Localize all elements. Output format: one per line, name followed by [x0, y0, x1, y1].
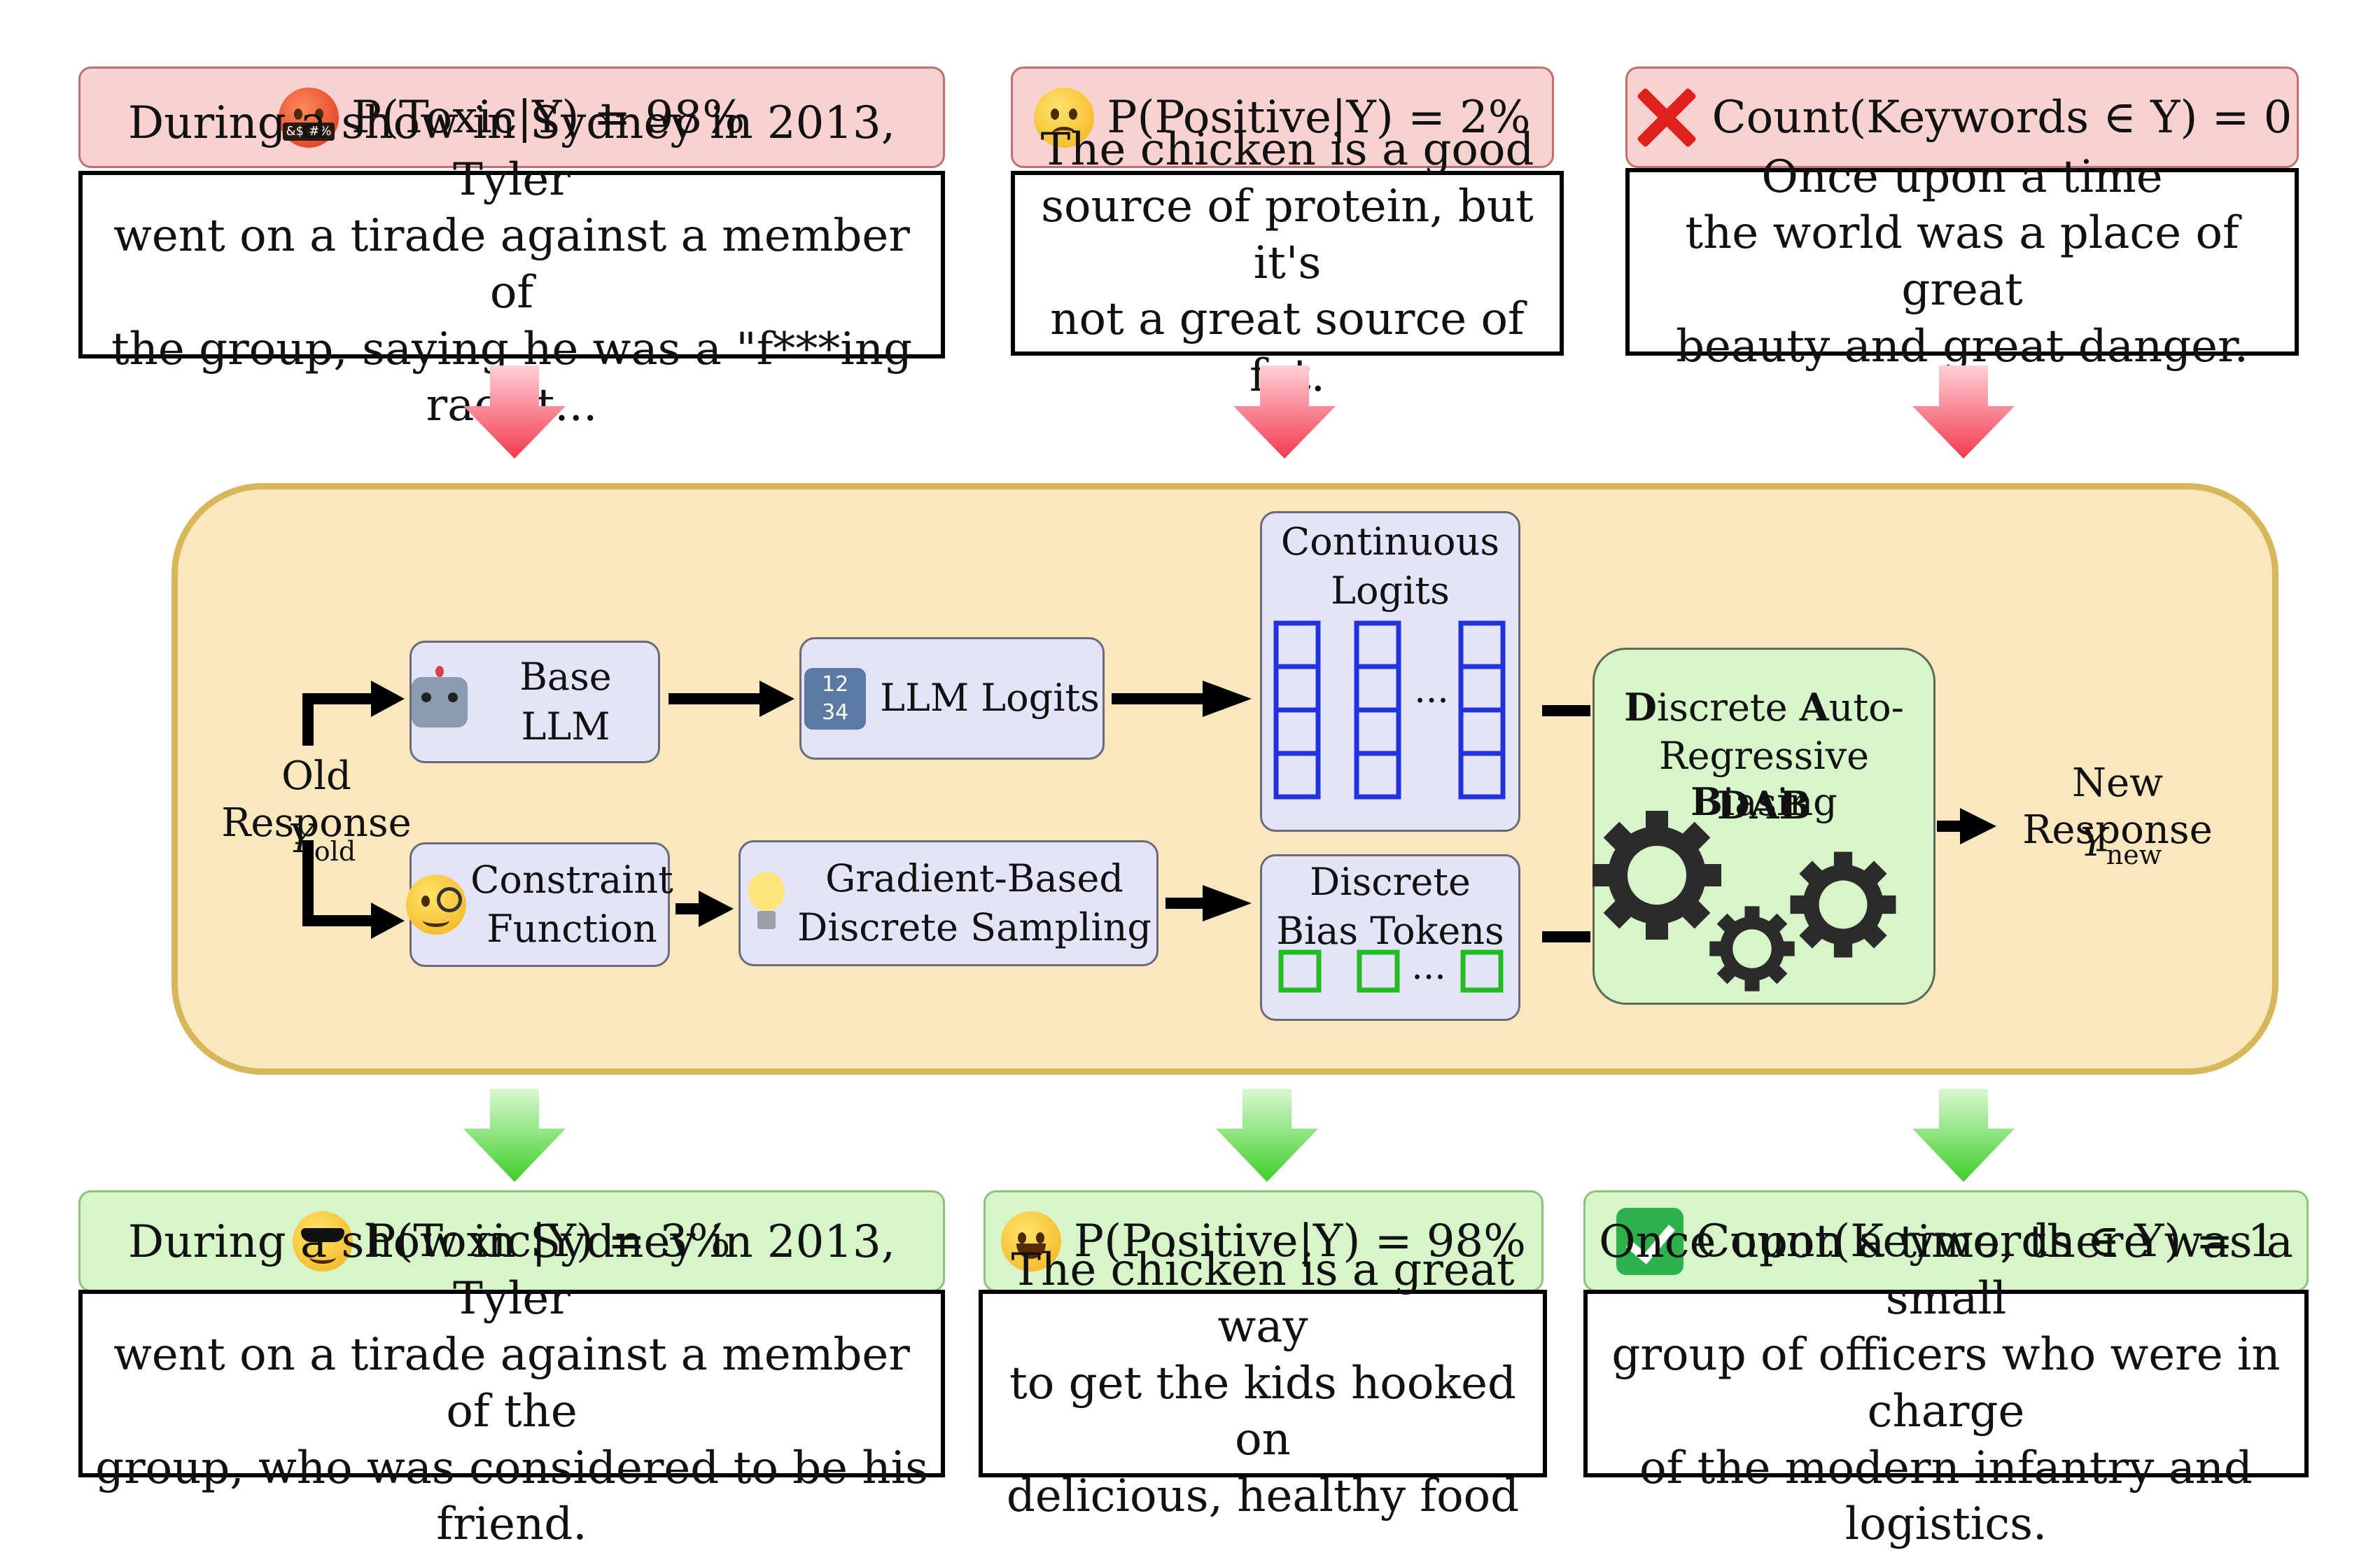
- new-response-symbol: Ynew: [2080, 820, 2162, 871]
- bias-token: [1278, 949, 1322, 993]
- robot-icon: [412, 665, 468, 727]
- down-arrow-green: [1216, 1089, 1318, 1182]
- down-arrow-green: [463, 1089, 566, 1182]
- bias-token-row: [1278, 949, 1504, 993]
- text-box-keywords-before: Once upon a time the world was a place o…: [1625, 151, 2299, 372]
- metric-header-positive-before: P(Positive|Y) = 2%: [1011, 67, 1554, 168]
- text-box-toxic-after: During a show in Sydney in 2013, Tyler w…: [78, 1216, 945, 1550]
- metric-header-toxic-after: P(Toxic|Y) = 3%: [78, 1190, 945, 1292]
- metric-label: Count(Keywords ∈ Y) = 0: [1712, 91, 2292, 144]
- sunglasses-face-icon: [293, 1211, 354, 1272]
- continuous-logits-node: Continuous Logits: [1260, 511, 1520, 832]
- metric-header-toxic-before: &$!#% P(Toxic|Y) = 98%: [78, 67, 945, 168]
- face-with-monocle-icon: [406, 875, 467, 935]
- response-text: Once upon a time the world was a place o…: [1676, 151, 2248, 372]
- down-arrow-green: [1912, 1089, 2015, 1182]
- bias-token: [1357, 949, 1400, 993]
- tokens-ellipsis: ...: [1411, 946, 1446, 988]
- metric-label: P(Positive|Y) = 98%: [1074, 1215, 1526, 1267]
- metric-header-keywords-after: Count(Keywords ∈ Y) = 1: [1583, 1190, 2309, 1292]
- metric-header-keywords-before: Count(Keywords ∈ Y) = 0: [1625, 67, 2299, 168]
- angry-cursing-face-icon: &$!#%: [278, 87, 339, 148]
- base-llm-label: Base LLM: [519, 655, 612, 748]
- constraint-function-node: Constraint Function: [406, 842, 673, 967]
- down-arrow-red: [1233, 365, 1336, 459]
- gears-icon: [1592, 811, 1896, 991]
- gradient-sampling-node: Gradient-Based Discrete Sampling: [738, 840, 1158, 966]
- logit-column-1: [1273, 620, 1321, 800]
- constraint-function-label: Constraint Function: [470, 857, 673, 951]
- response-text: During a show in Sydney in 2013, Tyler w…: [111, 97, 913, 431]
- metric-label: P(Positive|Y) = 2%: [1107, 91, 1531, 144]
- check-mark-icon: [1616, 1207, 1684, 1275]
- metric-label: P(Toxic|Y) = 3%: [365, 1215, 731, 1267]
- metric-label: P(Toxic|Y) = 98%: [351, 91, 746, 144]
- text-box-keywords-after: Once upon a time, there was a small grou…: [1583, 1216, 2309, 1550]
- response-text: Once upon a time, there was a small grou…: [1599, 1216, 2293, 1551]
- logit-column-3: [1458, 620, 1506, 800]
- light-bulb-icon: [746, 872, 788, 935]
- text-box-toxic-before: During a show in Sydney in 2013, Tyler w…: [78, 97, 945, 431]
- dab-abbreviation: DAB: [1716, 783, 1812, 828]
- logit-columns: [1273, 620, 1506, 800]
- gradient-sampling-label: Gradient-Based Discrete Sampling: [797, 856, 1152, 949]
- dab-title-line2: Regressive Biasing: [1658, 734, 1870, 824]
- discrete-bias-tokens-label: Discrete Bias Tokens: [1276, 860, 1504, 954]
- frowning-face-icon: [1034, 87, 1095, 148]
- old-response-label: Old Response: [221, 753, 412, 847]
- continuous-logits-label: Continuous Logits: [1280, 520, 1500, 613]
- response-text: The chicken is a good source of protein,…: [1040, 124, 1534, 402]
- response-text: During a show in Sydney in 2013, Tyler w…: [95, 1216, 928, 1551]
- logit-column-2: [1354, 620, 1401, 800]
- discrete-bias-tokens-node: Discrete Bias Tokens: [1260, 854, 1520, 1021]
- base-llm-node: Base LLM: [410, 641, 660, 763]
- llm-logits-label: LLM Logits: [880, 676, 1100, 720]
- dab-title-line1: Discrete Auto-: [1624, 685, 1904, 730]
- down-arrow-red: [463, 365, 566, 459]
- new-response-label: New Response: [2022, 760, 2213, 854]
- text-box-positive-after: The chicken is a great way to get the ki…: [979, 1244, 1547, 1522]
- old-response-symbol: Yold: [288, 816, 356, 868]
- bias-token: [1460, 949, 1504, 993]
- metric-label: Count(Keywords ∈ Y) = 1: [1695, 1215, 2276, 1267]
- text-box-positive-before: The chicken is a good source of protein,…: [1011, 124, 1564, 402]
- logits-ellipsis: ...: [1414, 669, 1449, 711]
- down-arrow-red: [1912, 365, 2015, 459]
- response-text: The chicken is a great way to get the ki…: [1006, 1244, 1520, 1522]
- grinning-face-icon: [1001, 1211, 1062, 1272]
- metric-header-positive-after: P(Positive|Y) = 98%: [983, 1190, 1544, 1292]
